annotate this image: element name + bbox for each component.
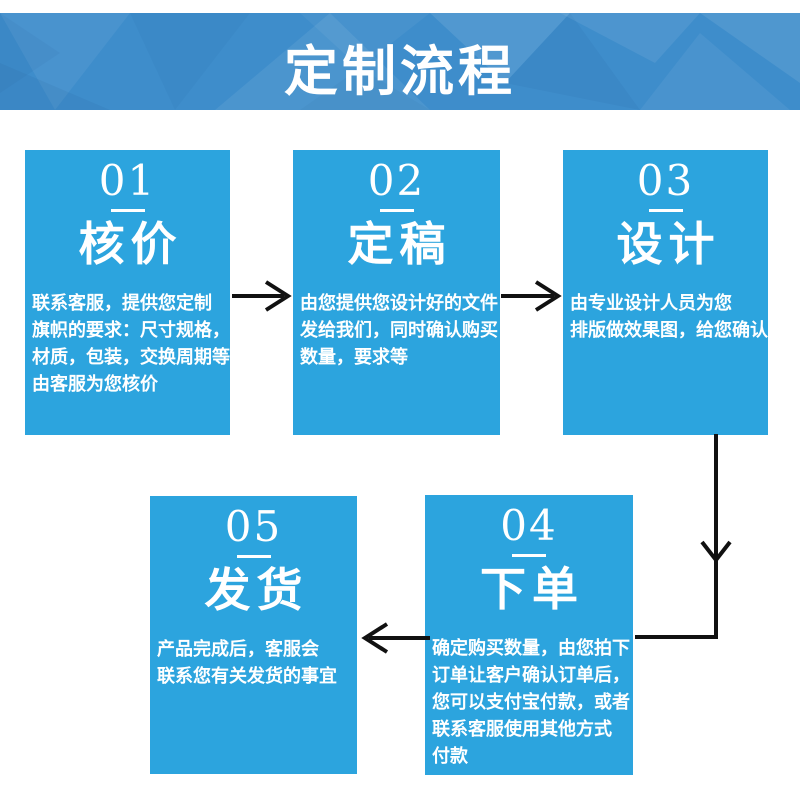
elbow-arrow-down-step3-to-step4-icon	[635, 434, 732, 639]
step-body-line: 排版做效果图，给您确认	[570, 320, 768, 341]
step-description: 由专业设计人员为您 排版做效果图，给您确认	[563, 290, 768, 344]
step-title: 定稿	[347, 217, 452, 271]
step-card-01-pricing: 01 核价 联系客服，提供您定制 旗帜的要求：尺寸规格， 材质，包装，交换周期等…	[25, 150, 230, 435]
step-card-03-design: 03 设计 由专业设计人员为您 排版做效果图，给您确认	[563, 150, 768, 435]
step-description: 确定购买数量，由您拍下 订单让客户确认订单后， 您可以支付宝付款，或者 联系客服…	[425, 635, 633, 770]
step-card-02-finalize: 02 定稿 由您提供您设计好的文件 发给我们，同时确认购买 数量，要求等	[293, 150, 500, 435]
step-number-underline	[648, 209, 683, 212]
step-body-line: 材质，包装，交换周期等	[32, 347, 230, 368]
step-body-line: 您可以支付宝付款，或者	[432, 692, 630, 713]
step-body-line: 确定购买数量，由您拍下	[432, 638, 630, 659]
step-number: 05	[224, 502, 283, 551]
step-number: 01	[98, 156, 157, 205]
arrow-left-step4-to-step5-icon	[361, 622, 430, 654]
step-body-line: 由专业设计人员为您	[570, 293, 732, 314]
step-number: 02	[367, 156, 426, 205]
page-title: 定制流程	[284, 39, 516, 103]
step-number-underline	[512, 554, 546, 557]
step-body-line: 由客服为您核价	[32, 374, 158, 395]
step-body-line: 联系客服使用其他方式	[432, 719, 612, 740]
step-number-underline	[110, 209, 145, 212]
step-description: 联系客服，提供您定制 旗帜的要求：尺寸规格， 材质，包装，交换周期等 由客服为您…	[25, 290, 230, 398]
arrow-right-step1-to-step2-icon	[232, 280, 292, 312]
banner-lowpoly-background	[0, 13, 800, 110]
step-body-line: 由您提供您设计好的文件	[300, 293, 498, 314]
step-number-underline	[379, 209, 414, 212]
step-title: 发货	[204, 563, 309, 617]
step-body-line: 联系客服，提供您定制	[32, 293, 212, 314]
step-body-line: 旗帜的要求：尺寸规格，	[32, 320, 230, 341]
step-number-underline	[236, 555, 271, 558]
step-description: 由您提供您设计好的文件 发给我们，同时确认购买 数量，要求等	[293, 290, 500, 371]
step-number: 03	[636, 156, 695, 205]
arrow-right-step2-to-step3-icon	[501, 280, 562, 312]
title-banner: 定制流程	[0, 13, 800, 110]
step-body-line: 联系您有关发货的事宜	[157, 666, 337, 687]
step-description: 产品完成后，客服会 联系您有关发货的事宜	[150, 636, 357, 690]
step-number: 04	[500, 501, 558, 550]
step-body-line: 订单让客户确认订单后，	[432, 665, 630, 686]
step-title: 下单	[480, 562, 584, 616]
step-body-line: 付款	[432, 746, 468, 767]
step-card-05-ship: 05 发货 产品完成后，客服会 联系您有关发货的事宜	[150, 496, 357, 774]
step-body-line: 发给我们，同时确认购买	[300, 320, 498, 341]
step-title: 核价	[78, 217, 183, 271]
step-title: 设计	[616, 217, 721, 271]
step-card-04-order: 04 下单 确定购买数量，由您拍下 订单让客户确认订单后， 您可以支付宝付款，或…	[425, 495, 633, 775]
step-body-line: 数量，要求等	[300, 347, 408, 368]
step-body-line: 产品完成后，客服会	[157, 639, 319, 660]
